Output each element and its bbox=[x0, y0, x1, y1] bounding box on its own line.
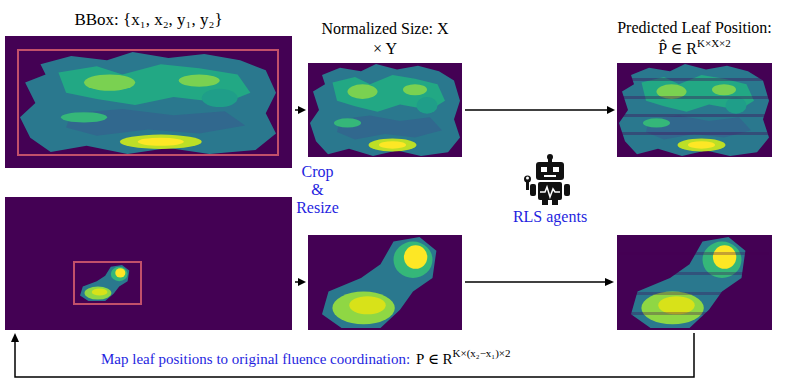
arrow-line bbox=[465, 109, 608, 111]
heatmap-panel: Predicted Leaf Position:P̂ ∈ RK×X×2 bbox=[617, 63, 772, 157]
panel-heading: Predicted Leaf Position: P̂ ∈ RK×X×2 bbox=[595, 18, 795, 59]
arrow-head bbox=[607, 106, 615, 114]
arrow-head bbox=[298, 106, 306, 114]
text-label: BBox: {x₁, x₂, y₁, y₂} bbox=[9, 10, 289, 30]
text-label: RLS agents bbox=[500, 208, 600, 226]
label-group: Map leaf positions to original fluence c… bbox=[98, 348, 514, 368]
panel-heading: BBox: {x₁, x₂, y₁, y₂} bbox=[9, 10, 289, 30]
text-label: P ∈ R bbox=[416, 351, 452, 367]
flow-arrow bbox=[465, 106, 615, 114]
panel-heading: Normalized Size: X × Y bbox=[320, 19, 450, 59]
text-label: Normalized Size: X × Y bbox=[320, 19, 450, 59]
math-superscript: K×X×2 bbox=[697, 37, 731, 49]
heatmap-panel: Normalized Size: X × Y bbox=[308, 63, 462, 157]
text-label: Predicted Leaf Position: bbox=[595, 18, 795, 38]
flow-arrow bbox=[295, 106, 306, 114]
heatmap-panel: BBox: {x₁, x₂, y₁, y₂} bbox=[5, 36, 292, 168]
math-superscript: K×(x₂−x₁)×2 bbox=[453, 347, 511, 359]
label-group: Crop & Resize bbox=[294, 163, 341, 217]
label-group: RLS agents bbox=[500, 208, 600, 226]
text-label: P̂ ∈ R bbox=[658, 40, 697, 57]
text-label: Crop & Resize bbox=[294, 163, 341, 217]
text-label: Map leaf positions to original fluence c… bbox=[101, 351, 410, 367]
